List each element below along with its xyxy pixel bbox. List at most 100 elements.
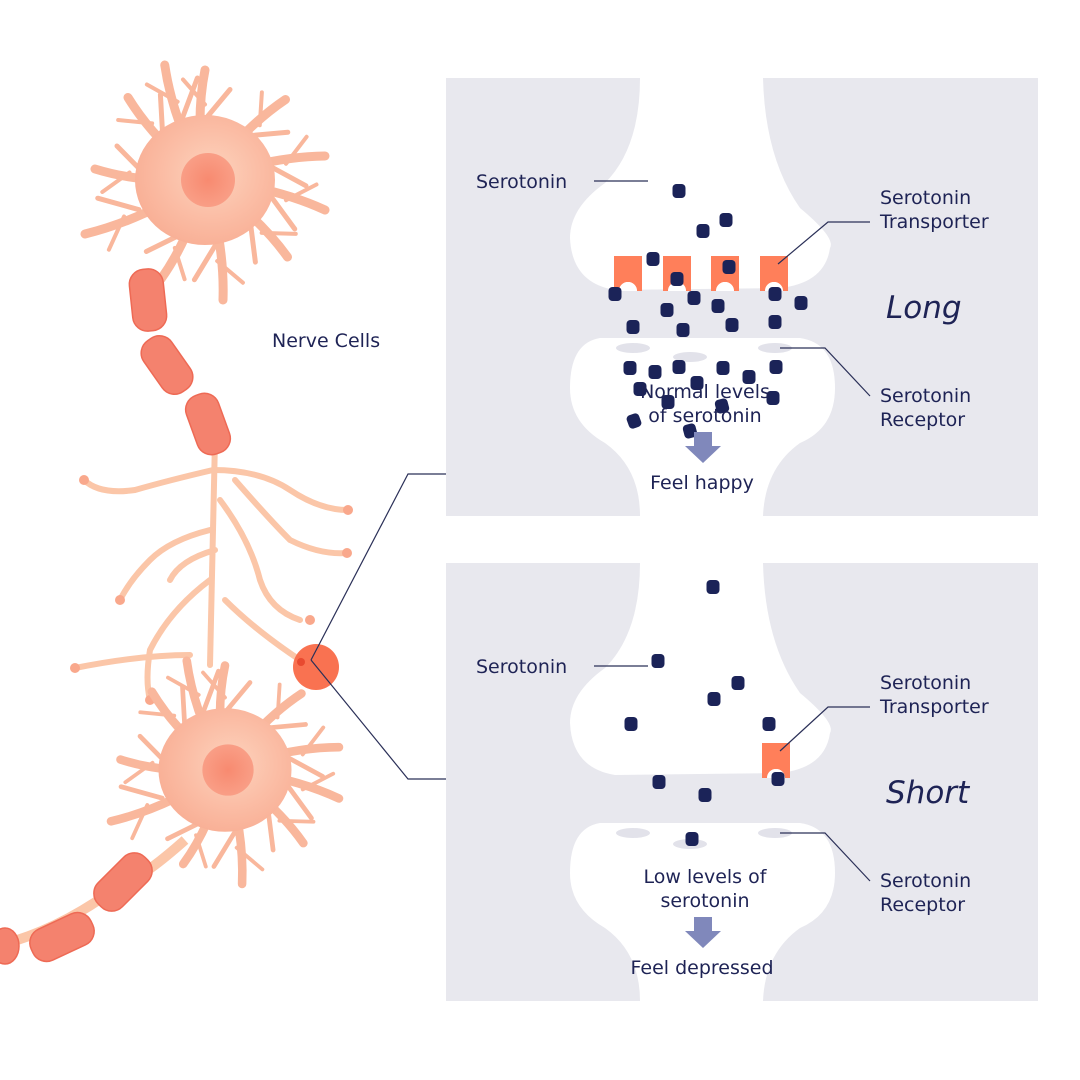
nerve-cells-label: Nerve Cells [272, 330, 380, 352]
dendrite [284, 134, 309, 166]
dendrite [275, 682, 282, 720]
dendrite [259, 230, 298, 236]
dendrite [180, 684, 188, 730]
serotonin-molecule [651, 654, 665, 668]
dendrite [100, 170, 132, 194]
serotonin-molecule [719, 213, 733, 227]
transporter-label-line1: Serotonin [880, 187, 971, 209]
dendrite [166, 675, 201, 697]
receptor-label-line2: Receptor [880, 409, 965, 431]
dendrite [247, 219, 258, 265]
myelin-segment [128, 268, 168, 332]
presynaptic-terminal [570, 78, 831, 290]
serotonin-molecule [670, 272, 684, 286]
duration-title: Short [886, 775, 971, 811]
panel-short: SerotoninSerotoninTransporterSerotoninRe… [446, 563, 1038, 1001]
serotonin-molecule [682, 423, 698, 439]
receptor-label-line1: Serotonin [880, 870, 971, 892]
serotonin-molecule [648, 365, 662, 379]
dendrite [222, 680, 253, 715]
neuron-nucleus [202, 744, 254, 796]
duration-title: Long [886, 290, 962, 326]
serotonin-molecule [672, 184, 686, 198]
myelin-segment [0, 927, 20, 965]
axon-terminal-bulb [305, 615, 315, 625]
axon-terminal-bulb [342, 548, 352, 558]
receptor-leader-line [780, 832, 871, 882]
serotonin-molecule [623, 361, 637, 375]
dendrite [95, 195, 142, 213]
serotonin-molecule [722, 260, 736, 274]
axon-branch [222, 597, 303, 663]
axon-branch [210, 467, 351, 513]
synapse-highlight-dot [297, 658, 305, 666]
dendrite [268, 164, 309, 189]
axon-terminal-bulb [115, 595, 125, 605]
serotonin-label: Serotonin [476, 171, 567, 193]
serotonin-receptor [673, 352, 707, 362]
dendrite [201, 668, 221, 713]
serotonin-receptor [758, 343, 792, 353]
serotonin-molecule [696, 224, 710, 238]
axon-terminals [70, 437, 353, 705]
outcome-text: Feel happy [650, 472, 754, 494]
serotonin-molecule [633, 382, 647, 396]
myelin-segment [93, 852, 153, 912]
receptor-leader-line [780, 347, 871, 397]
serotonin-molecule [661, 395, 675, 409]
dendrite [285, 755, 326, 779]
dendrite [285, 783, 314, 821]
myelin-segment [29, 911, 95, 963]
serotonin-receptor [616, 343, 650, 353]
transporter-label-line2: Transporter [879, 696, 989, 718]
dendrite [264, 722, 308, 731]
serotonin-molecule [714, 398, 730, 414]
dendrite [257, 90, 264, 128]
transporter-pocket [716, 282, 734, 291]
myelin-sheath [0, 268, 232, 965]
serotonin-molecule [711, 299, 725, 313]
serotonin-label: Serotonin [476, 656, 567, 678]
serotonin-molecule [725, 318, 739, 332]
level-text-line1: Normal levels [640, 381, 770, 403]
dendrite [211, 830, 237, 869]
transporter-leader-line [777, 221, 870, 265]
dendrite [246, 129, 291, 139]
axon-terminal-bulb [79, 475, 89, 485]
serotonin-molecule [731, 676, 745, 690]
dendrite [123, 760, 155, 785]
serotonin-molecule [768, 315, 782, 329]
serotonin-molecule [624, 717, 638, 731]
dendrite [144, 82, 180, 104]
dendrite [277, 818, 316, 824]
neuron-nucleus [181, 153, 235, 207]
axon-branch [144, 577, 213, 703]
dendrite [116, 118, 155, 126]
dendrite [180, 75, 200, 120]
dendrite [130, 803, 150, 841]
receptor-label-line1: Serotonin [880, 385, 971, 407]
serotonin-molecule [608, 287, 622, 301]
dendrite [191, 243, 218, 283]
serotonin-molecule [660, 303, 674, 317]
serotonin-molecule [707, 692, 721, 706]
transporter-label-line1: Serotonin [880, 672, 971, 694]
dendrite [268, 194, 298, 232]
serotonin-molecule [652, 775, 666, 789]
dendrite [194, 833, 208, 869]
dendrite [284, 182, 319, 203]
serotonin-molecule [716, 361, 730, 375]
serotonin-molecule [626, 413, 642, 429]
nerve-cells-illustration [0, 60, 353, 965]
serotonin-molecule [646, 252, 660, 266]
dendrite [172, 245, 187, 282]
dendrite [138, 710, 177, 718]
serotonin-molecule [698, 788, 712, 802]
serotonin-transporter [614, 256, 642, 291]
neuron [80, 60, 330, 305]
postsynaptic-terminal [570, 823, 835, 1001]
dendrite [106, 214, 126, 252]
serotonin-receptor [758, 828, 792, 838]
neuron [106, 656, 344, 889]
